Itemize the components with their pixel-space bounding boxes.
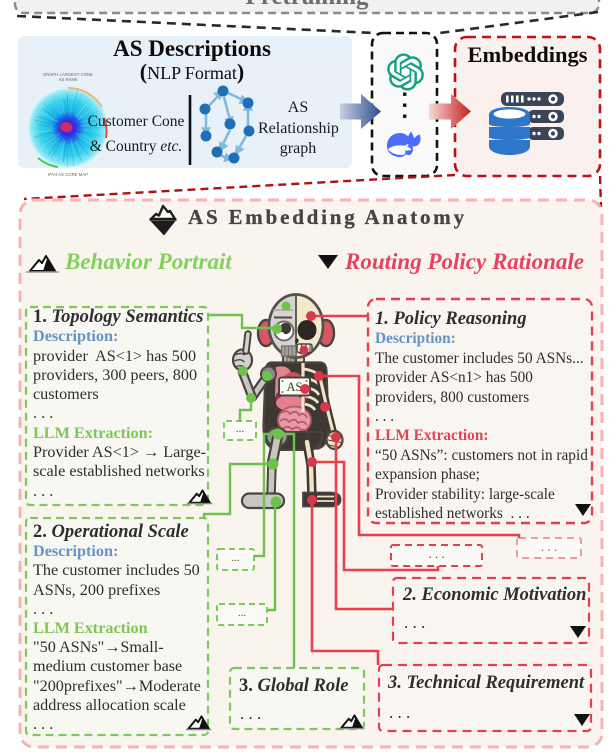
svg-text:IPV4 AS CORE MAP: IPV4 AS CORE MAP xyxy=(48,172,88,177)
svg-text:AS: AS xyxy=(287,380,303,394)
svg-text:GRAPH LARGEST CONE: GRAPH LARGEST CONE xyxy=(43,72,93,77)
svg-text:AS RANK: AS RANK xyxy=(59,77,78,82)
